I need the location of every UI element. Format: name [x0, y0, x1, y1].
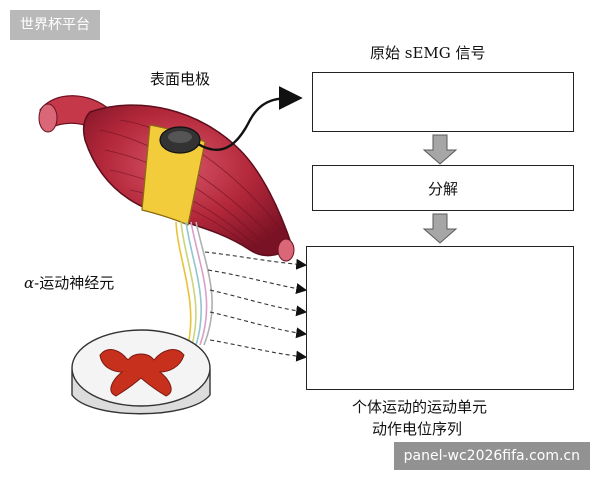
- tendon-end-top: [38, 103, 58, 133]
- raw-semg-title: 原始 sEMG 信号: [370, 44, 486, 62]
- surface-electrode-label: 表面电极: [150, 70, 211, 88]
- mu-caption-line1: 个体运动的运动单元: [352, 398, 488, 416]
- motor-neuron-label: α-运动神经元: [24, 272, 114, 293]
- decompose-label: 分解: [427, 180, 458, 198]
- muscle-illustration: [38, 86, 303, 262]
- electrode-wire: [197, 86, 303, 151]
- motor-neuron-text: -运动神经元: [34, 274, 115, 292]
- nerve-fibers: [175, 221, 213, 346]
- gray-block-arrows: [422, 134, 458, 244]
- decompose-box: 分解: [312, 165, 574, 211]
- motor-unit-box: [306, 246, 574, 390]
- watermark-top-left: 世界杯平台: [10, 10, 100, 40]
- raw-semg-box: [312, 72, 574, 132]
- alpha-symbol: α: [24, 274, 35, 292]
- spinal-gray-matter: [99, 349, 185, 397]
- tendon-end-bottom: [277, 238, 295, 262]
- mu-caption-line2: 动作电位序列: [372, 420, 463, 438]
- watermark-bottom-right: panel-wc2026fifa.com.cn: [393, 442, 590, 470]
- spinal-cord: [71, 329, 211, 415]
- dashed-arrows: [204, 251, 308, 362]
